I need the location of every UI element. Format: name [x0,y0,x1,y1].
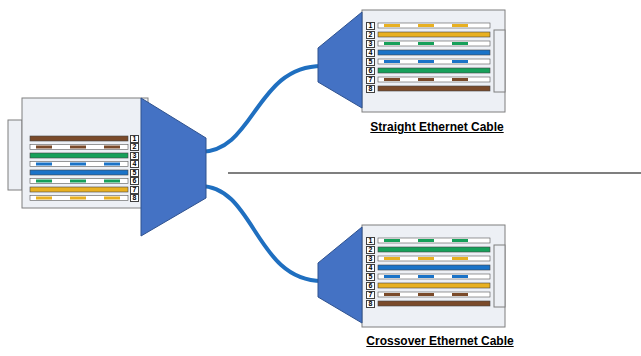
striped-wire [378,238,490,243]
striped-wire [30,145,128,150]
connector-boot [318,227,362,323]
pin-number: 1 [366,237,375,245]
solid-wire [378,265,490,270]
striped-wire [30,196,128,201]
wire-stripe [384,60,486,63]
striped-wire [378,274,490,279]
connector-boot [141,98,206,236]
pin-number: 7 [366,76,375,84]
solid-wire [378,301,490,306]
solid-wire [378,86,490,91]
pin-number: 6 [130,177,139,185]
pin-number: 1 [366,22,375,30]
pin-number: 3 [130,152,139,160]
connector-latch [8,120,22,190]
connector-latch [494,245,505,307]
solid-wire [378,68,490,73]
connector-body [362,225,505,327]
striped-wire [30,162,128,167]
connector-latch [494,30,505,92]
pin-number: 2 [130,143,139,151]
pin-number: 2 [366,31,375,39]
striped-wire [378,23,490,28]
solid-wire [30,136,128,141]
wire-stripe [36,163,124,166]
solid-wire [378,32,490,37]
striped-wire [30,179,128,184]
solid-wire [30,153,128,158]
cable [200,66,322,152]
pin-number: 5 [366,58,375,66]
striped-wire [378,41,490,46]
pin-number: 6 [366,282,375,290]
pin-number: 8 [130,194,139,202]
pin-number: 7 [130,186,139,194]
solid-wire [378,247,490,252]
solid-wire [30,187,128,192]
pin-number: 8 [366,85,375,93]
pin-number: 3 [366,40,375,48]
wire-stripe [36,180,124,183]
striped-wire [378,256,490,261]
wire-stripe [36,197,124,200]
solid-wire [378,50,490,55]
cable-caption: Crossover Ethernet Cable [366,334,513,348]
pin-number: 6 [366,67,375,75]
pin-number: 4 [366,264,375,272]
pin-number: 8 [366,300,375,308]
connector-boot [318,12,362,108]
connector-body [362,10,505,112]
divider-line [228,172,641,173]
striped-wire [378,59,490,64]
solid-wire [378,283,490,288]
wire-stripe [384,257,486,260]
wire-stripe [384,24,486,27]
pin-number: 5 [366,273,375,281]
pin-number: 4 [366,49,375,57]
pin-number: 1 [130,135,139,143]
wire-stripe [384,78,486,81]
solid-wire [30,170,128,175]
wire-stripe [36,146,124,149]
pin-number: 2 [366,246,375,254]
striped-wire [378,292,490,297]
wire-stripe [384,275,486,278]
wire-stripe [384,293,486,296]
connector-body [22,98,148,208]
pin-number: 7 [366,291,375,299]
wire-stripe [384,239,486,242]
striped-wire [378,77,490,82]
pin-number: 3 [366,255,375,263]
wire-stripe [384,42,486,45]
pin-number: 4 [130,160,139,168]
cable [200,186,322,281]
cable-caption: Straight Ethernet Cable [370,120,503,134]
pin-number: 5 [130,169,139,177]
